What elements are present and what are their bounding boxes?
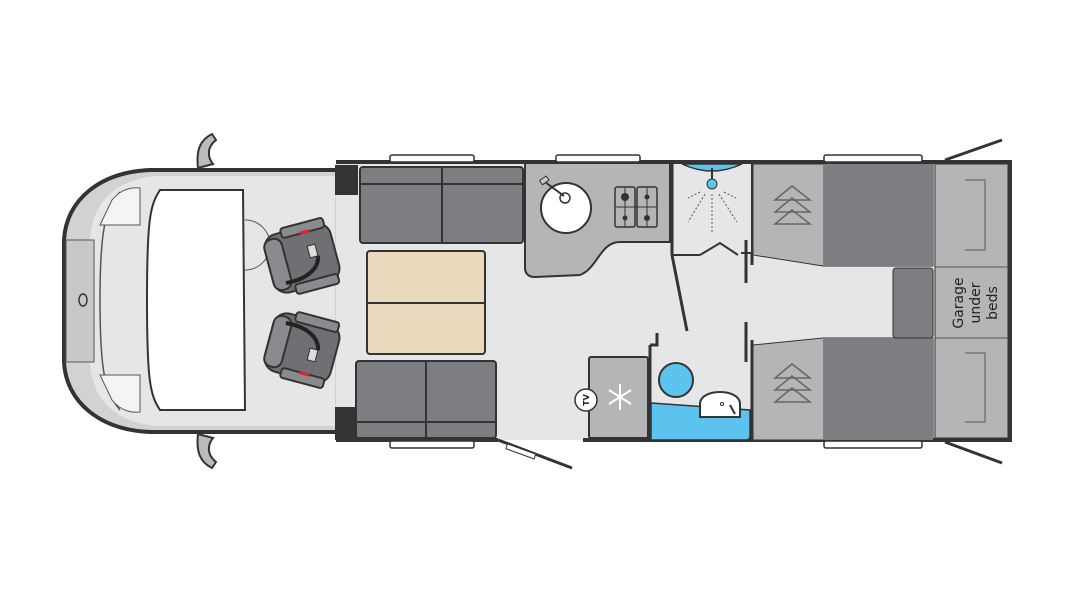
entrance-door[interactable]	[497, 438, 573, 470]
shower-head-icon	[706, 178, 718, 190]
garage-handle	[965, 179, 986, 251]
wardrobe-hanger-icon	[772, 363, 813, 403]
seatbelt	[285, 255, 320, 285]
shower-door	[699, 241, 739, 256]
garage-handle	[965, 352, 986, 423]
rear-garage: Garage under beds	[934, 163, 1009, 439]
front-grille	[65, 239, 95, 363]
kitchen-unit	[524, 162, 671, 279]
dining-table	[366, 250, 486, 355]
mirror-bottom	[196, 432, 218, 470]
seatbelt-buckle	[306, 243, 319, 259]
front-badge	[78, 293, 88, 307]
garage-label-line3: beds	[985, 286, 1001, 320]
tv-label: TV	[582, 393, 591, 405]
garage-label-line2: under	[968, 282, 984, 323]
window	[823, 440, 923, 449]
seatbelt-buckle	[306, 347, 319, 363]
cab-seat-passenger	[263, 311, 341, 389]
window	[389, 440, 475, 449]
cab	[62, 132, 342, 470]
cab-seat-driver	[263, 217, 341, 295]
tap-icon	[544, 181, 565, 197]
window	[389, 154, 475, 163]
tv-icon	[574, 388, 598, 412]
single-bed-bottom	[752, 337, 934, 441]
seatbelt-marker	[299, 371, 310, 377]
snowflake-icon	[608, 384, 632, 410]
internal-walls	[648, 240, 754, 440]
window	[555, 154, 641, 163]
wall-block-top	[335, 165, 358, 195]
shower-spray-icon	[687, 191, 738, 232]
mirror-top	[196, 132, 218, 170]
garage-label: Garage under beds	[951, 277, 1001, 328]
sink-icon	[540, 182, 592, 234]
garage-door-bottom[interactable]	[944, 440, 1003, 465]
window	[823, 154, 923, 163]
shower-tray	[681, 163, 743, 172]
garage-label-line1: Garage	[951, 277, 967, 328]
hob-icon	[614, 186, 658, 228]
sofa-bottom	[355, 360, 497, 439]
washbasin-icon	[699, 391, 741, 418]
windows	[389, 154, 923, 449]
wall-block-bottom	[335, 407, 358, 440]
toilet-icon	[658, 362, 694, 398]
fridge	[588, 356, 649, 439]
bed-step	[892, 267, 934, 339]
seatbelt-marker	[299, 229, 310, 235]
garage-door-top[interactable]	[944, 138, 1003, 162]
seatbelt	[285, 321, 320, 351]
headlight-top	[99, 187, 141, 226]
headlight-bottom	[99, 374, 141, 413]
wardrobe-hanger-icon	[772, 185, 813, 225]
tv-point-kitchen: TV	[574, 388, 598, 412]
sofa-top	[359, 166, 524, 244]
dashboard	[145, 189, 247, 411]
washroom	[650, 362, 751, 441]
single-bed-top	[752, 163, 934, 267]
